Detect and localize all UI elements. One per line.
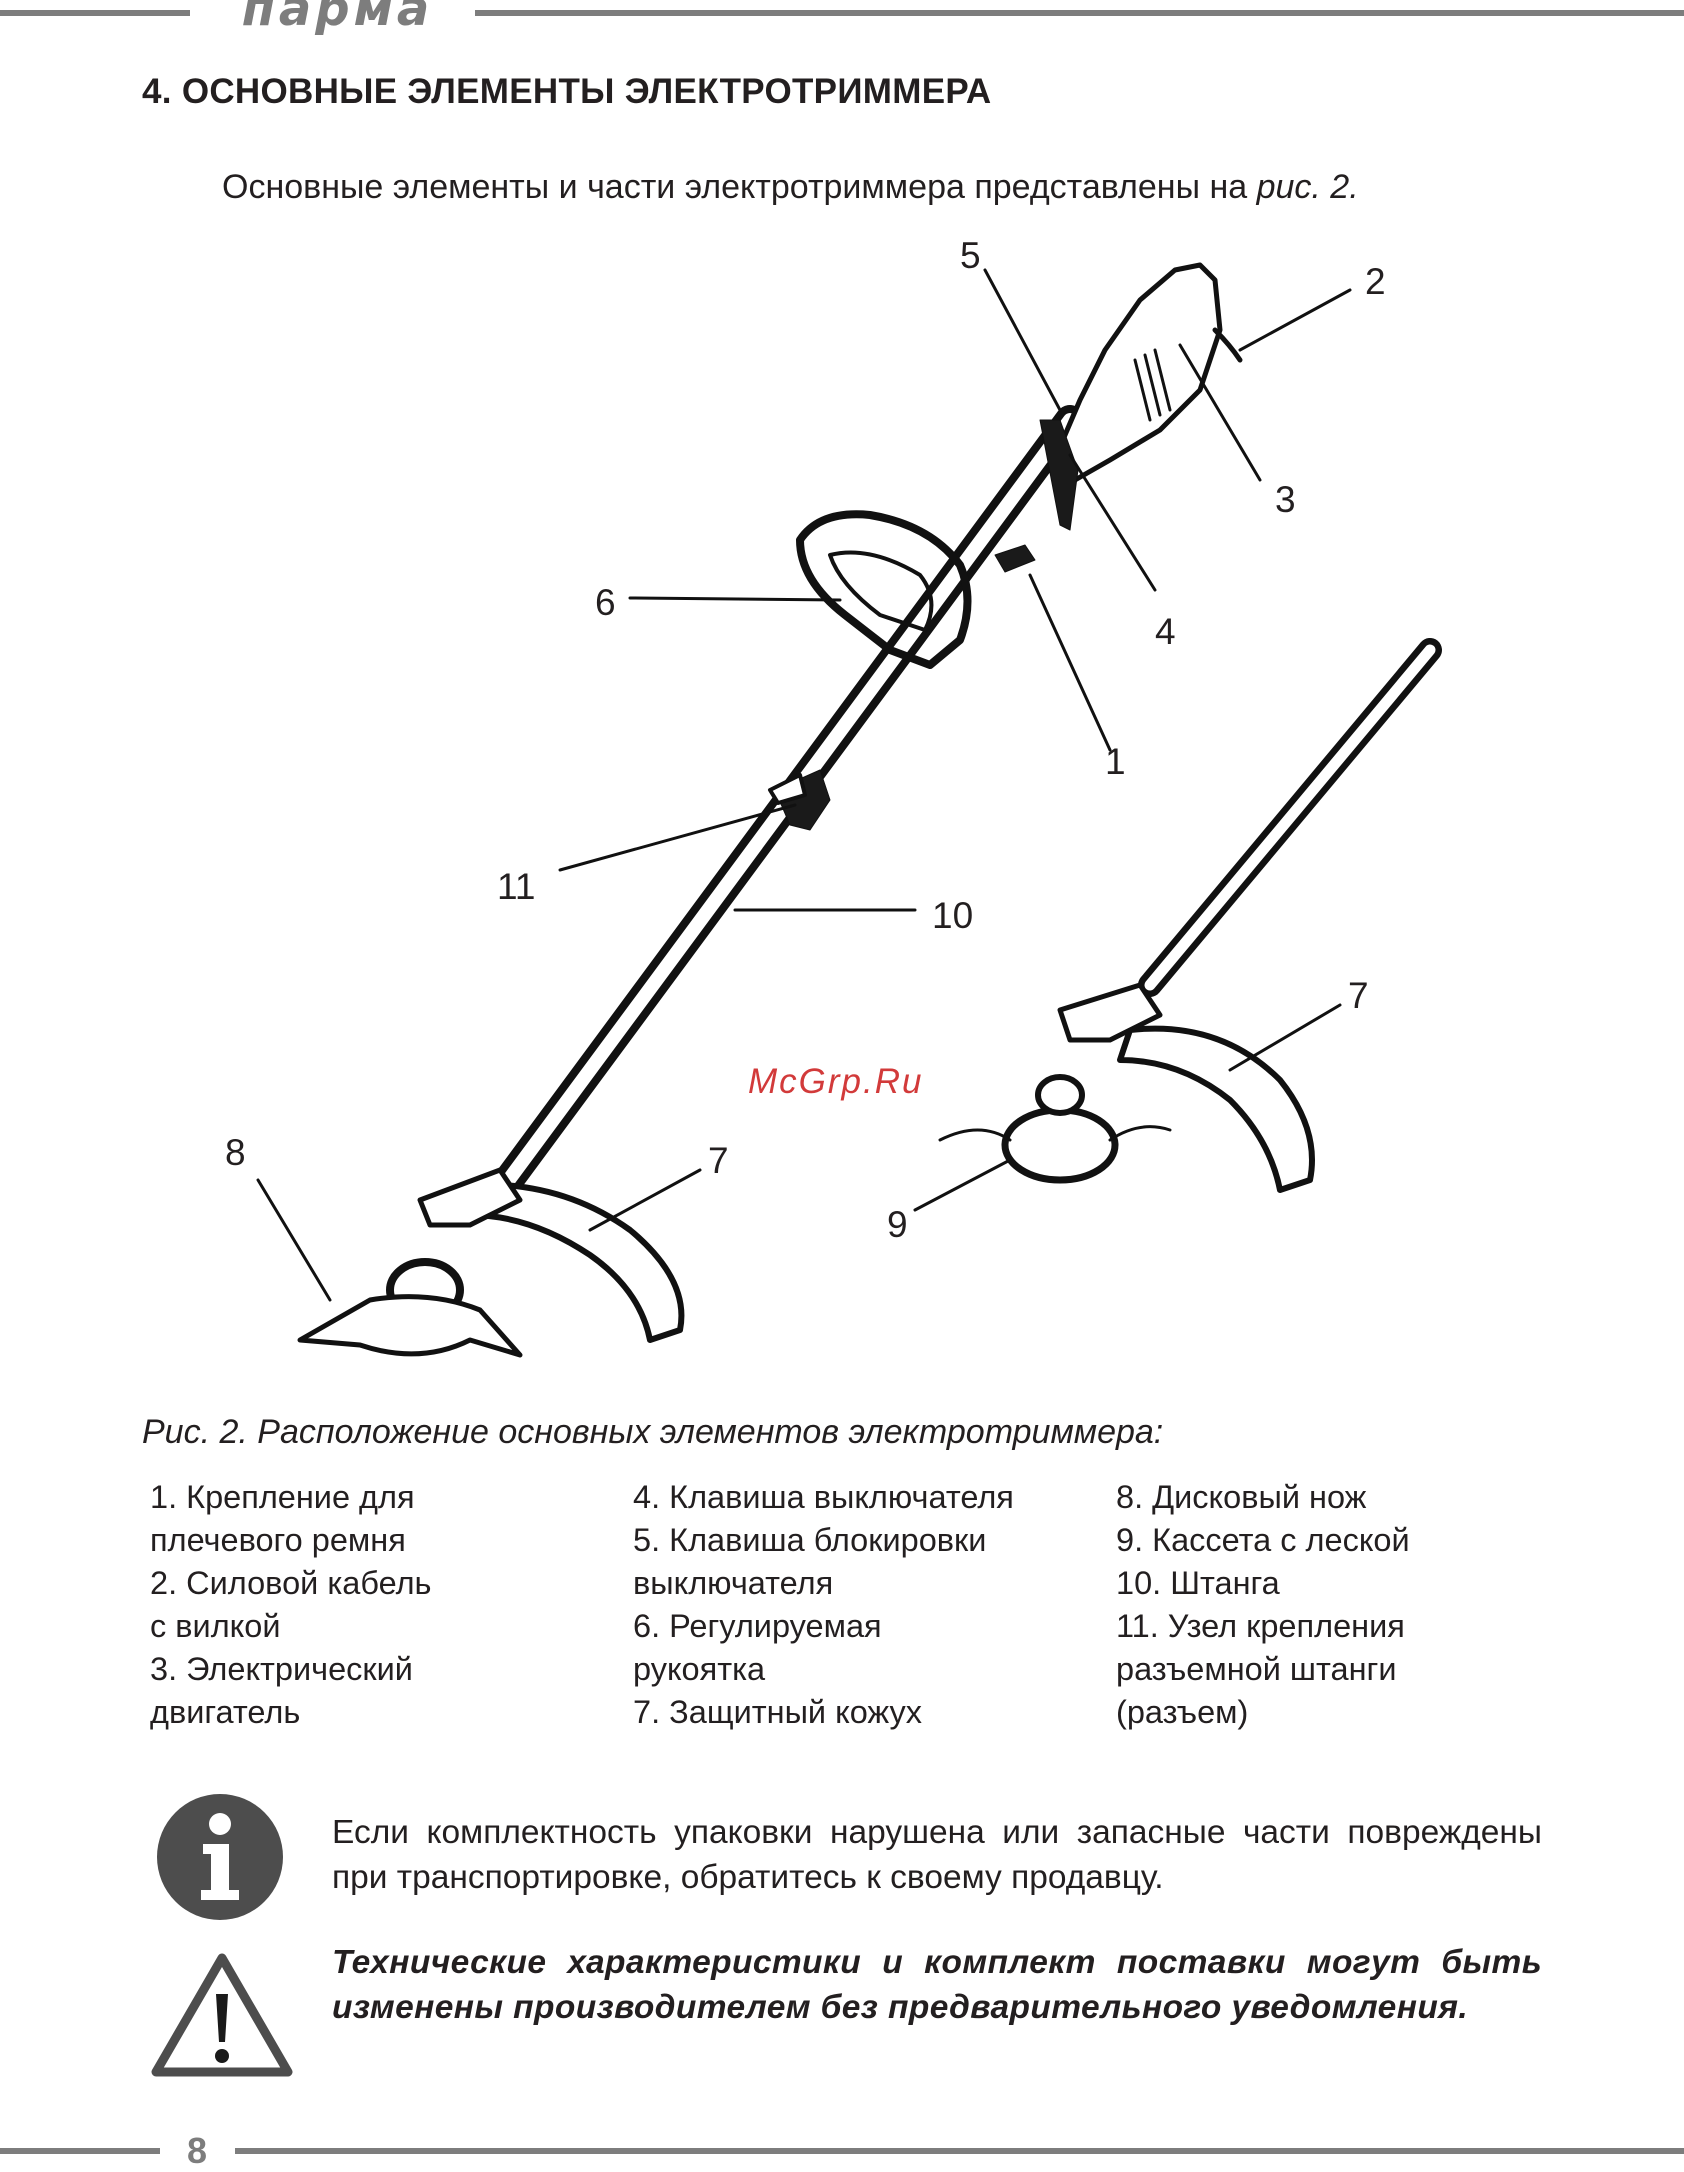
- page-number: 8: [186, 2130, 208, 2171]
- leader-1: [1028, 573, 1112, 752]
- callout-3: 3: [1275, 479, 1296, 520]
- line-cassette: [1001, 1106, 1119, 1184]
- legend-column-1: 1. Крепление для плечевого ремня 2. Сило…: [150, 1476, 620, 1734]
- disc-blade: [297, 1294, 523, 1358]
- leader-7-right: [1228, 1003, 1342, 1072]
- strap-mount: [994, 544, 1036, 573]
- figure-reference: рис. 2.: [1256, 168, 1359, 206]
- trimmer-line: [938, 1125, 1172, 1142]
- callout-1: 1: [1105, 741, 1126, 782]
- legend-line: 1. Крепление для: [150, 1479, 415, 1515]
- coupling-knob: [768, 773, 807, 805]
- shaft-secondary-highlight: [1144, 644, 1436, 991]
- intro-paragraph: Основные элементы и части электротриммер…: [222, 168, 1359, 207]
- trimmer-diagram: [256, 262, 1442, 1358]
- callout-2: 2: [1365, 261, 1386, 302]
- leader-2: [1238, 288, 1352, 352]
- info-icon: [157, 1794, 283, 1920]
- callout-10: 10: [932, 895, 974, 936]
- legend-line: 7. Защитный кожух: [633, 1694, 923, 1730]
- guard-right: [1117, 1025, 1315, 1193]
- legend-line: с вилкой: [150, 1608, 281, 1644]
- cassette-spool: [1035, 1074, 1085, 1116]
- legend-line: двигатель: [150, 1694, 301, 1730]
- legend-column-2: 4. Клавиша выключателя 5. Клавиша блокир…: [633, 1476, 1103, 1734]
- legend-line: 6. Регулируемая: [633, 1608, 882, 1644]
- brand-logo: парма: [241, 0, 434, 37]
- legend-line: (разъем): [1116, 1694, 1249, 1730]
- leader-7-left: [588, 1168, 702, 1232]
- leader-5: [983, 268, 1062, 412]
- leader-4: [1068, 453, 1157, 592]
- footer-rule-right: [235, 2148, 1684, 2154]
- legend-line: 5. Клавиша блокировки: [633, 1522, 987, 1558]
- legend-line: 11. Узел крепления: [1116, 1608, 1405, 1644]
- motor-vents: [1133, 348, 1172, 422]
- legend-line: 10. Штанга: [1116, 1565, 1280, 1601]
- callout-5: 5: [960, 235, 981, 276]
- legend-line: плечевого ремня: [150, 1522, 406, 1558]
- legend-column-3: 8. Дисковый нож 9. Кассета с леской 10. …: [1116, 1476, 1586, 1734]
- warning-triangle-icon: [151, 1953, 293, 2077]
- d-handle: [796, 510, 972, 669]
- legend-line: 2. Силовой кабель: [150, 1565, 432, 1601]
- footer-rule-left: [0, 2148, 160, 2154]
- legend-line: разъемной штанги: [1116, 1651, 1397, 1687]
- callout-8: 8: [225, 1132, 246, 1173]
- legend-line: 4. Клавиша выключателя: [633, 1479, 1014, 1515]
- leader-8: [256, 1178, 332, 1302]
- gear-head-left: [417, 1167, 523, 1228]
- callout-7-left: 7: [708, 1140, 729, 1181]
- figure-caption: Рис. 2. Расположение основных элементов …: [142, 1413, 1164, 1451]
- callout-4: 4: [1155, 611, 1176, 652]
- leader-6: [628, 596, 842, 602]
- watermark: McGrp.Ru: [748, 1062, 924, 1101]
- d-handle-inner: [828, 550, 934, 632]
- legend-line: выключателя: [633, 1565, 834, 1601]
- callout-9: 9: [887, 1204, 908, 1245]
- callout-11: 11: [497, 866, 536, 907]
- warning-note: Технические характеристики и комплект по…: [332, 1944, 1542, 2026]
- switch-grip: [1039, 419, 1079, 531]
- callout-7-right: 7: [1348, 975, 1369, 1016]
- section-heading: 4. ОСНОВНЫЕ ЭЛЕМЕНТЫ ЭЛЕКТРОТРИММЕРА: [142, 72, 992, 111]
- header-rule-right: [475, 10, 1684, 16]
- legend-line: 8. Дисковый нож: [1116, 1479, 1367, 1515]
- gear-head-right: [1057, 982, 1163, 1043]
- callout-6: 6: [595, 582, 616, 623]
- info-note: Если комплектность упаковки нарушена или…: [332, 1814, 1542, 1896]
- leader-9: [913, 1158, 1012, 1212]
- legend-line: рукоятка: [633, 1651, 766, 1687]
- legend-line: 9. Кассета с леской: [1116, 1522, 1410, 1558]
- legend-line: 3. Электрический: [150, 1651, 413, 1687]
- power-cable: [1212, 327, 1243, 363]
- leader-11: [558, 803, 797, 872]
- header-rule-left: [0, 10, 190, 16]
- motor-housing: [1047, 262, 1223, 483]
- intro-text: Основные элементы и части электротриммер…: [222, 168, 1257, 206]
- leader-3: [1178, 343, 1262, 482]
